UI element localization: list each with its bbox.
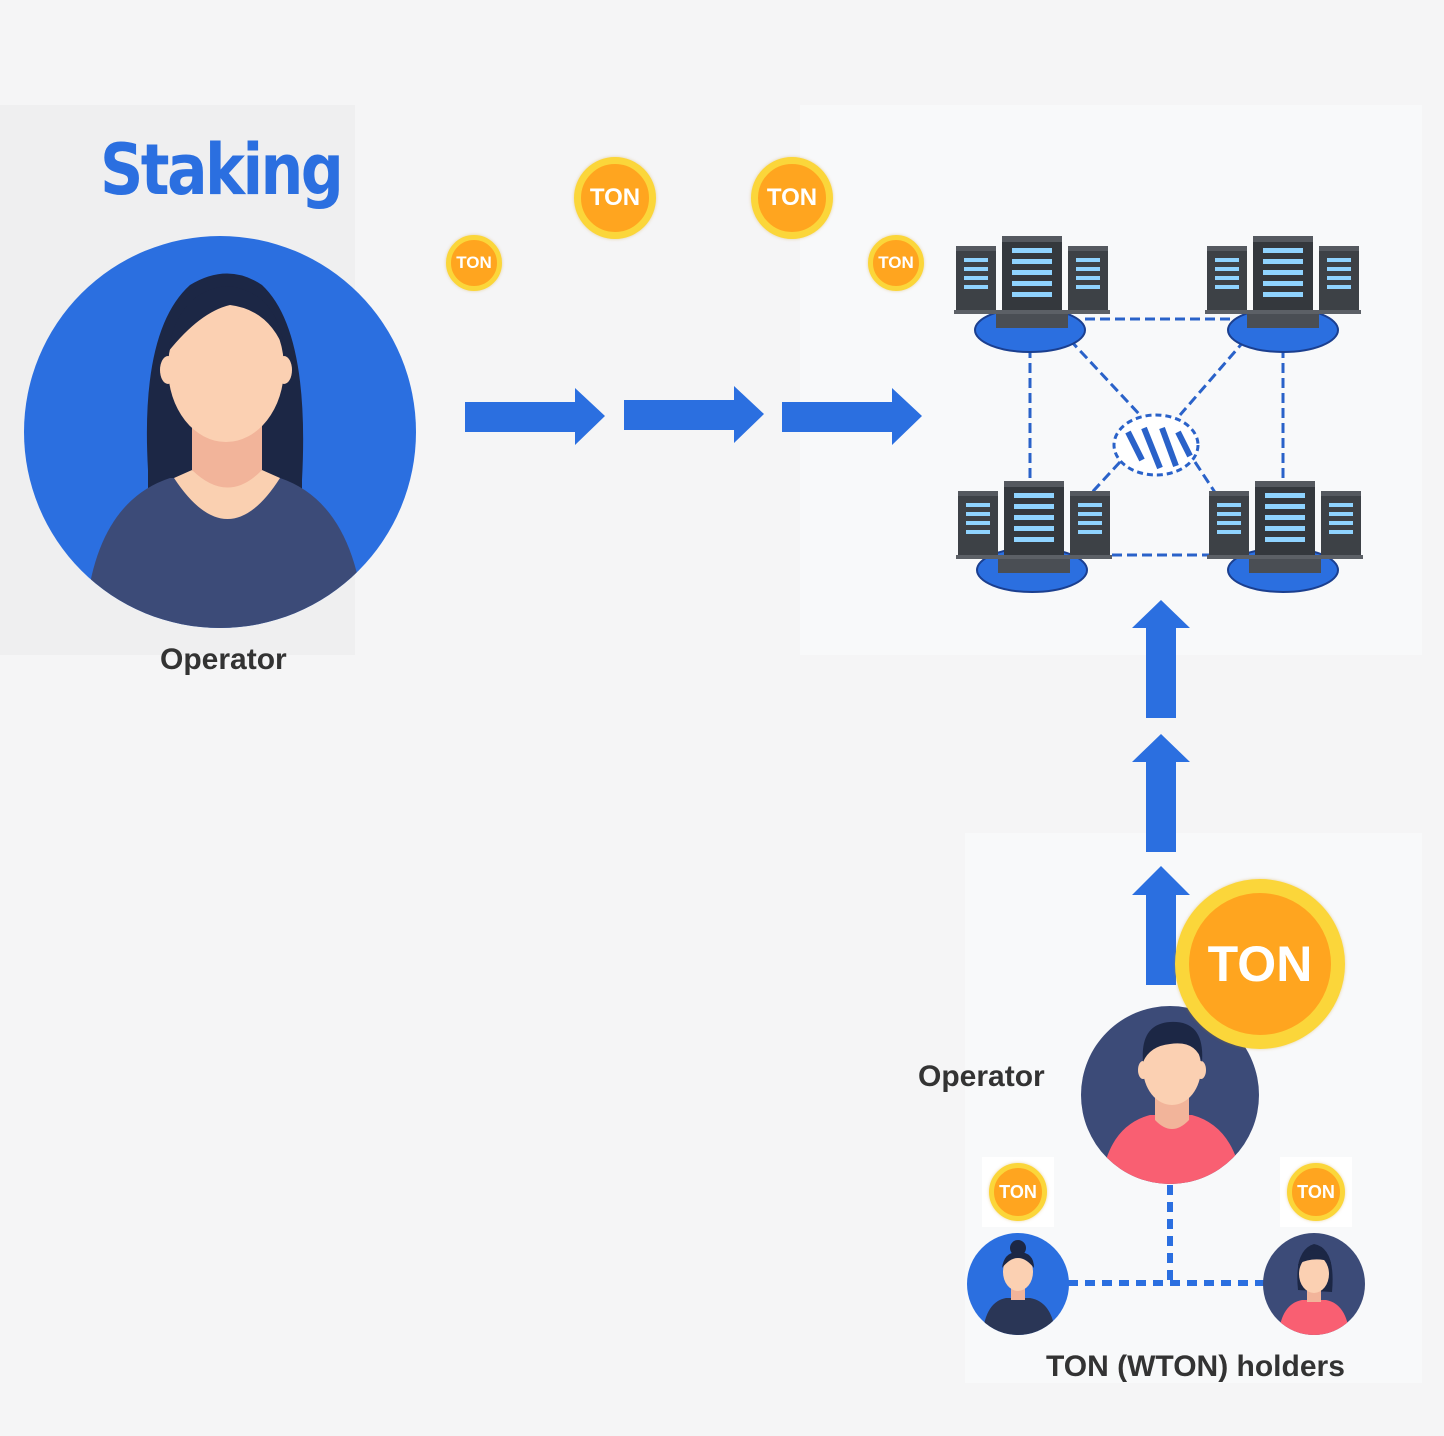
coin-label: TON bbox=[878, 253, 914, 272]
holder-avatar-left bbox=[967, 1233, 1069, 1335]
holder-avatar-right bbox=[1263, 1233, 1365, 1335]
network-hub-node bbox=[1112, 413, 1200, 477]
coin-label: TON bbox=[999, 1181, 1037, 1202]
ton-coin-medium-1: TON bbox=[574, 157, 656, 239]
ton-coin-large: TON bbox=[1175, 879, 1345, 1049]
server-node-3 bbox=[956, 481, 1112, 573]
server-node-1 bbox=[954, 236, 1110, 328]
server-node-2 bbox=[1205, 236, 1361, 328]
diagram-title: Staking bbox=[100, 129, 344, 211]
ton-coin-small-1: TON bbox=[446, 235, 502, 291]
delegate-arrows bbox=[1132, 600, 1190, 985]
coin-label: TON bbox=[589, 184, 641, 211]
ton-coin-medium-2: TON bbox=[751, 157, 833, 239]
operator-right-label: Operator bbox=[918, 1060, 1045, 1093]
stake-arrows bbox=[465, 386, 922, 445]
operator-left-label: Operator bbox=[160, 643, 287, 676]
coin-label: TON bbox=[456, 253, 492, 272]
coin-label: TON bbox=[766, 184, 818, 211]
holder-connections bbox=[1068, 1185, 1265, 1286]
operator-left-avatar bbox=[24, 236, 416, 628]
ton-coin-holder-right: TON bbox=[1287, 1163, 1345, 1221]
coin-label: TON bbox=[1297, 1181, 1335, 1202]
ton-coin-holder-left: TON bbox=[989, 1163, 1047, 1221]
holders-label: TON (WTON) holders bbox=[1046, 1350, 1345, 1383]
ton-coin-small-2: TON bbox=[868, 235, 924, 291]
coin-label: TON bbox=[1207, 936, 1313, 992]
server-node-4 bbox=[1207, 481, 1363, 573]
